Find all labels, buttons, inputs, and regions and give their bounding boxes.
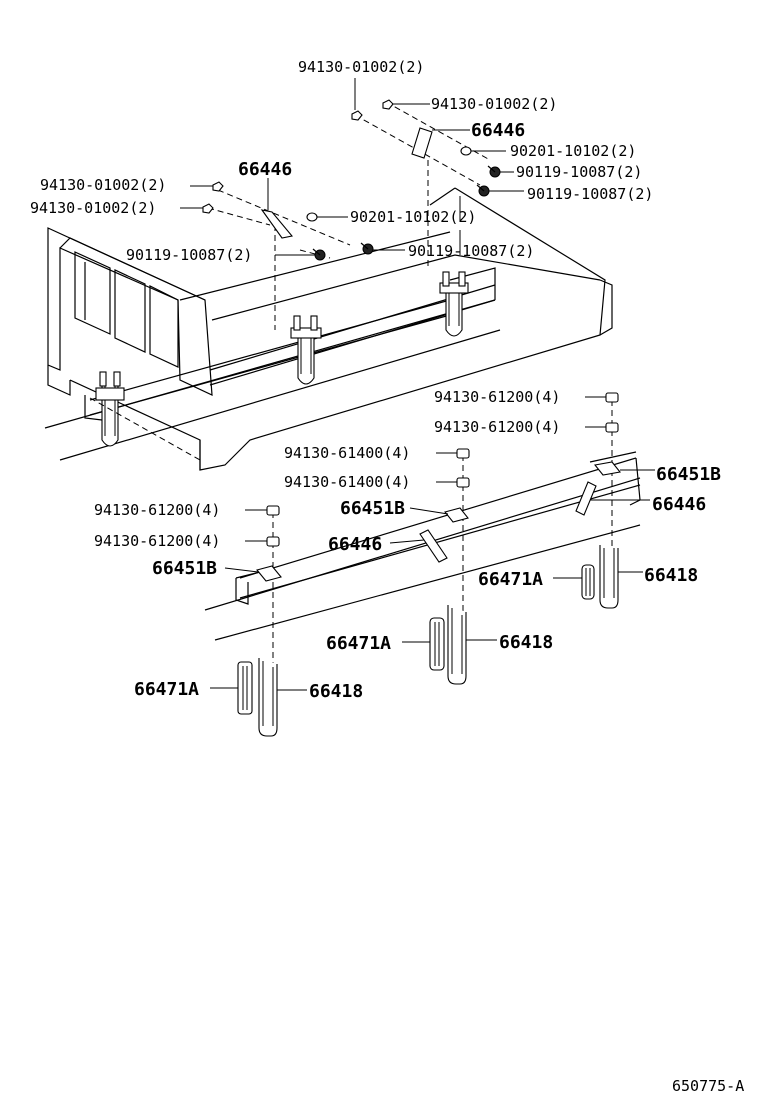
- nut-c-a: [456, 448, 470, 459]
- label-c-ubolt: 66418: [499, 632, 553, 653]
- nut-r-a: [605, 392, 619, 403]
- label-left-bolt: 90119-10087(2): [126, 246, 252, 264]
- plate-center: [419, 529, 448, 563]
- spacer-left: [237, 661, 253, 715]
- label-mid-washer: 90201-10102(2): [350, 208, 476, 226]
- label-r-bracket: 66451B: [656, 464, 721, 485]
- nut-left-a: [212, 181, 224, 192]
- washer-top: [460, 146, 472, 156]
- bracket-left: [256, 565, 282, 582]
- label-c-spacer: 66471A: [326, 633, 391, 654]
- label-top-nut-b: 94130-01002(2): [431, 95, 557, 113]
- plate-left: [260, 209, 294, 239]
- plate-right: [575, 481, 597, 516]
- label-top-bolt-a: 90119-10087(2): [516, 163, 642, 181]
- label-c-bracket: 66451B: [340, 498, 405, 519]
- label-mid-bolt: 90119-10087(2): [408, 242, 534, 260]
- plate-top: [411, 127, 433, 159]
- label-c-plate: 66446: [328, 534, 382, 555]
- label-top-bolt-b: 90119-10087(2): [527, 185, 653, 203]
- label-r-nut-a: 94130-61200(4): [434, 388, 560, 406]
- label-c-nut-a: 94130-61400(4): [284, 444, 410, 462]
- part-labels: 94130-01002(2) 94130-01002(2) 66446 9020…: [30, 58, 744, 1095]
- nut-l-a: [266, 505, 280, 516]
- diagram-reference-code: 650775-A: [672, 1077, 744, 1095]
- label-l-nut-b: 94130-61200(4): [94, 532, 220, 550]
- bolt-mid: [360, 242, 374, 255]
- nut-r-b: [605, 422, 619, 433]
- bracket-center: [444, 507, 469, 523]
- ubolt-right: [599, 545, 619, 609]
- label-r-plate: 66446: [652, 494, 706, 515]
- label-c-nut-b: 94130-61400(4): [284, 473, 410, 491]
- label-l-nut-a: 94130-61200(4): [94, 501, 220, 519]
- label-r-spacer: 66471A: [478, 569, 543, 590]
- label-l-bracket: 66451B: [152, 558, 217, 579]
- bolt-top-b: [476, 184, 490, 197]
- label-l-ubolt: 66418: [309, 681, 363, 702]
- label-left-nut-b: 94130-01002(2): [30, 199, 156, 217]
- label-l-spacer: 66471A: [134, 679, 199, 700]
- nut-l-b: [266, 536, 280, 547]
- nut-top-b: [382, 99, 394, 110]
- mounted-ubolt-left: [95, 371, 125, 447]
- spacer-center: [429, 617, 445, 671]
- spacer-right: [581, 564, 595, 600]
- bolt-left: [312, 248, 326, 261]
- mounted-ubolt-center: [290, 315, 322, 385]
- label-r-nut-b: 94130-61200(4): [434, 418, 560, 436]
- nut-top-a: [351, 110, 363, 121]
- mounted-ubolt-right: [439, 271, 469, 337]
- top-hardware: [89, 78, 524, 461]
- label-left-plate: 66446: [238, 159, 292, 180]
- washer-mid: [306, 212, 318, 222]
- truck-bed-illustration: [44, 187, 613, 471]
- label-top-washer: 90201-10102(2): [510, 142, 636, 160]
- label-top-nut-a: 94130-01002(2): [298, 58, 424, 76]
- label-top-plate: 66446: [471, 120, 525, 141]
- nut-left-b: [202, 203, 214, 214]
- lower-frame: [204, 392, 655, 737]
- label-r-ubolt: 66418: [644, 565, 698, 586]
- label-left-nut-a: 94130-01002(2): [40, 176, 166, 194]
- nut-c-b: [456, 477, 470, 488]
- ubolt-center: [447, 605, 467, 685]
- ubolt-left: [258, 658, 278, 737]
- bolt-top-a: [487, 165, 501, 178]
- bracket-right: [593, 461, 622, 476]
